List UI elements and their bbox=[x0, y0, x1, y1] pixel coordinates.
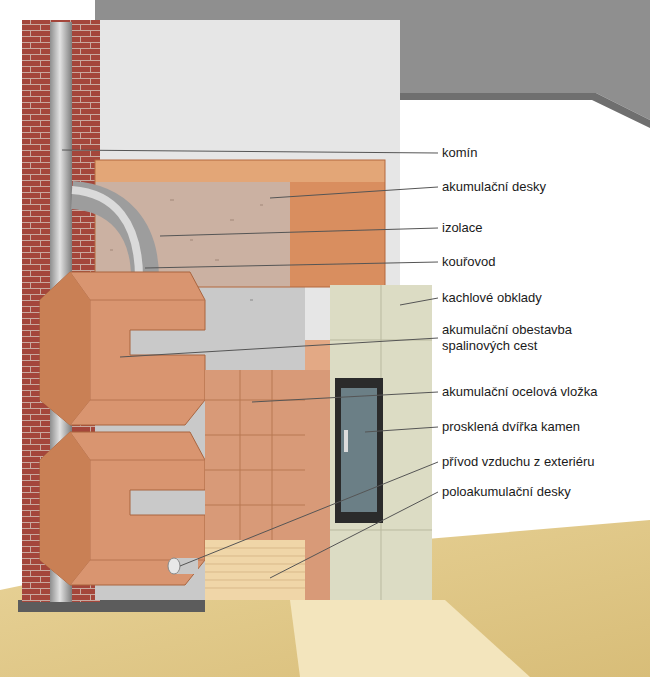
smoke-passage-block bbox=[40, 272, 205, 425]
floor-plate bbox=[290, 600, 530, 677]
part-label: kachlové obklady bbox=[442, 290, 640, 306]
ceiling-edge bbox=[400, 93, 650, 128]
ceiling-slab bbox=[95, 0, 650, 120]
leader-line bbox=[252, 392, 438, 402]
door-handle bbox=[344, 430, 348, 452]
accumulation-plate-top bbox=[95, 160, 385, 182]
air-inlet-opening bbox=[168, 558, 180, 574]
leader-lines bbox=[62, 150, 438, 578]
steel-insert-casing bbox=[205, 370, 335, 600]
label-holder: akumulační ocelová vložka bbox=[442, 384, 640, 400]
label-holder: akumulační desky bbox=[442, 179, 640, 195]
brick-wall bbox=[22, 20, 100, 602]
label-holder: poloakumulační desky bbox=[442, 484, 640, 500]
accumulation-plate-front bbox=[290, 182, 385, 287]
door-frame bbox=[335, 378, 383, 523]
label-holder: kouřovod bbox=[442, 254, 640, 270]
label-holder: prosklená dvířka kamen bbox=[442, 419, 640, 435]
part-label: přívod vzduchu z exteriéru bbox=[442, 454, 640, 470]
leader-line bbox=[270, 492, 438, 578]
smoke-passage-block bbox=[40, 432, 205, 585]
leader-line bbox=[400, 298, 438, 305]
part-label: akumulační obestavba spalinových cest bbox=[442, 322, 640, 354]
leader-line bbox=[62, 150, 438, 153]
block-side bbox=[40, 272, 90, 425]
tile-grid bbox=[205, 370, 305, 540]
part-label: akumulační ocelová vložka bbox=[442, 384, 640, 400]
block-side bbox=[40, 432, 90, 585]
leader-line bbox=[180, 462, 438, 566]
leader-line bbox=[120, 338, 438, 357]
block-edges bbox=[70, 272, 205, 585]
part-label: akumulační desky bbox=[442, 179, 640, 195]
part-label: kouřovod bbox=[442, 254, 640, 270]
part-label: izolace bbox=[442, 220, 640, 236]
leader-line bbox=[365, 427, 438, 432]
label-holder: komín bbox=[442, 145, 640, 161]
part-label: poloakumulační desky bbox=[442, 484, 640, 500]
label-holder: kachlové obklady bbox=[442, 290, 640, 306]
part-label: komín bbox=[442, 145, 640, 161]
leader-line bbox=[160, 228, 438, 236]
tile-joints bbox=[330, 285, 432, 600]
label-holder: přívod vzduchu z exteriéru bbox=[442, 454, 640, 470]
leader-line bbox=[270, 187, 438, 198]
part-label: prosklená dvířka kamen bbox=[442, 419, 640, 435]
flue-pipe-highlight bbox=[72, 190, 139, 278]
label-holder: akumulační obestavba spalinových cest bbox=[442, 322, 640, 354]
label-holder: izolace bbox=[442, 220, 640, 236]
semi-accumulation-plates bbox=[205, 540, 305, 600]
tile-cladding bbox=[330, 285, 432, 600]
leader-line bbox=[145, 262, 438, 268]
